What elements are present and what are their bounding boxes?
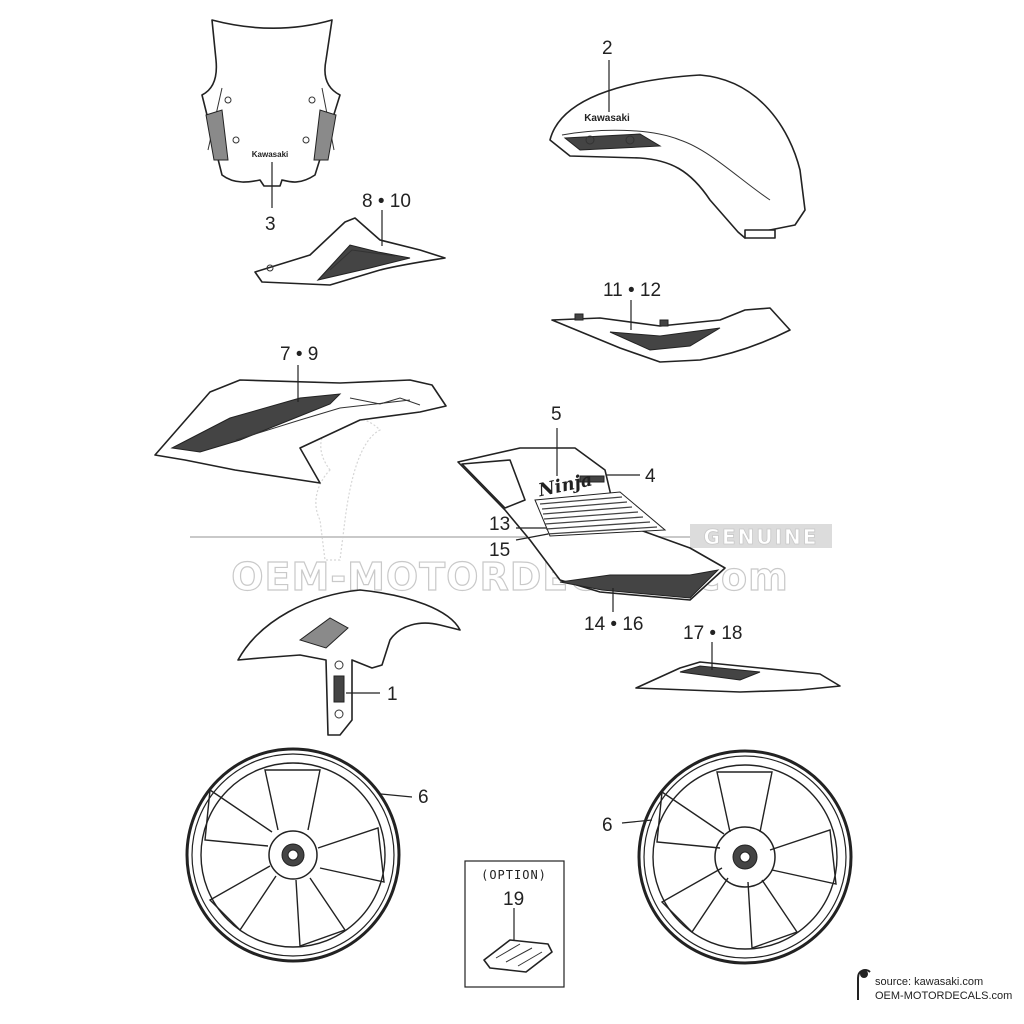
- logo-icon: [857, 969, 871, 1000]
- side-cover-part: Ninja: [457, 447, 726, 601]
- callout-5: 5: [551, 404, 562, 425]
- front-fender-part: [237, 589, 461, 736]
- callout-8-10: 8 • 10: [362, 191, 411, 212]
- side-fairing-part: [154, 379, 447, 484]
- callout-15: 15: [489, 540, 510, 561]
- callout-7-9: 7 • 9: [280, 344, 318, 365]
- callout-6-right: 6: [602, 815, 613, 836]
- callout-3: 3: [265, 214, 276, 235]
- callout-2: 2: [602, 38, 613, 59]
- callout-13: 13: [489, 514, 510, 535]
- tank-logo-text: Kawasaki: [584, 113, 630, 124]
- callout-14-16: 14 • 16: [584, 614, 643, 635]
- windshield-logo-text: Kawasaki: [252, 150, 288, 159]
- lower-strip-part: [635, 661, 841, 693]
- callout-11-12: 11 • 12: [603, 280, 661, 301]
- tail-part: [551, 307, 791, 363]
- stripe-panel: [534, 491, 667, 537]
- wheel-right-part: [637, 749, 853, 965]
- windshield-part: Kawasaki: [201, 19, 341, 187]
- wheel-left-part: [185, 747, 401, 963]
- source-line: source: kawasaki.com: [875, 976, 983, 988]
- callout-4: 4: [645, 466, 656, 487]
- small-cowl-part: [254, 217, 446, 286]
- fuel-tank-part: Kawasaki: [549, 74, 806, 239]
- callout-1: 1: [387, 684, 398, 705]
- source-site: OEM-MOTORDECALS.com: [875, 990, 1012, 1002]
- source-credit: source: kawasaki.com OEM-MOTORDECALS.com: [857, 969, 1012, 1002]
- callout-17-18: 17 • 18: [683, 623, 742, 644]
- option-box-title: (OPTION): [481, 868, 547, 882]
- watermark-genuine: GENUINE: [704, 525, 819, 549]
- callout-19: 19: [503, 889, 524, 910]
- callout-6-left: 6: [418, 787, 429, 808]
